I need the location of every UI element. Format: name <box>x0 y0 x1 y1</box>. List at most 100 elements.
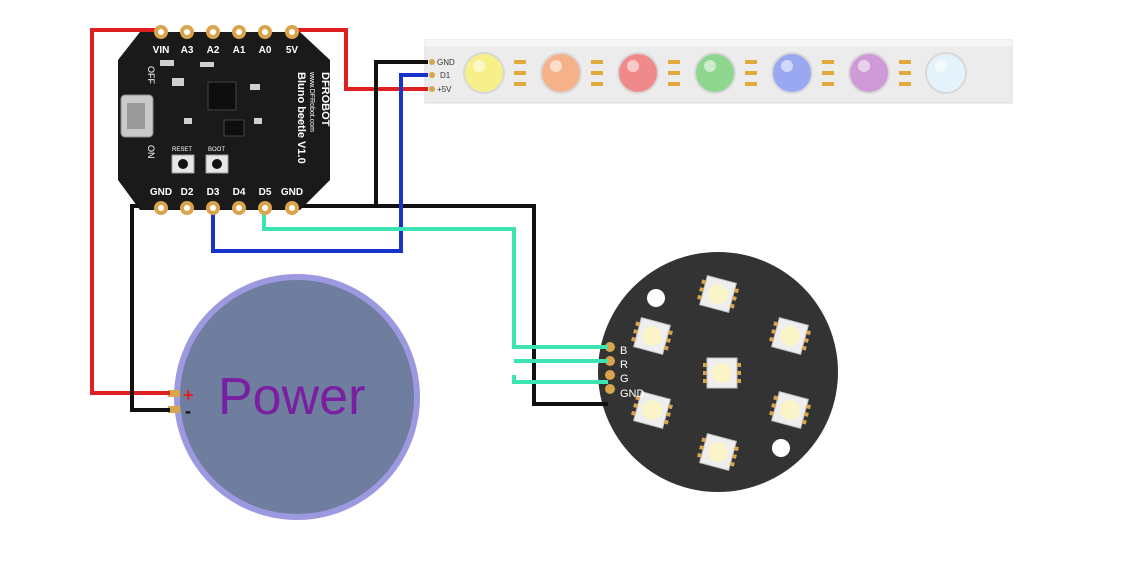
boot-button-cap[interactable] <box>212 159 222 169</box>
power-minus-terminal <box>168 406 180 413</box>
ring-led-lead <box>697 294 702 300</box>
strip-led <box>540 52 582 94</box>
ring-led-lead <box>737 371 741 375</box>
ring-led-lead <box>801 419 807 425</box>
ring-led-lead <box>635 395 641 401</box>
board-bottom-pad-hole <box>184 205 190 211</box>
ring-led-lead <box>703 379 707 383</box>
ring-led-lead <box>665 337 671 343</box>
ring-pin-gnd: GND <box>620 388 645 400</box>
strip-solder-pad <box>899 82 911 86</box>
ring-led-lead <box>803 411 809 417</box>
strip-led <box>694 52 736 94</box>
ring-led <box>631 391 673 429</box>
power-plus-sign: + <box>183 385 194 405</box>
ring-led-lead <box>806 404 811 410</box>
strip-pin-d1: D1 <box>440 71 451 80</box>
board-top-pin-label: A3 <box>181 45 194 56</box>
ring-led-lead <box>769 336 774 342</box>
ring-led-lead <box>801 345 807 351</box>
ring-led-lens <box>780 400 800 420</box>
ring-led-lead <box>769 410 774 416</box>
ring-led-lead <box>703 371 707 375</box>
reset-button-cap[interactable] <box>178 159 188 169</box>
board-top-pin-label: 5V <box>286 45 299 56</box>
board-bottom-pad-hole <box>210 205 216 211</box>
strip-led <box>848 52 890 94</box>
ring-led-lens <box>708 284 728 304</box>
board-top-pin-label: A1 <box>233 45 246 56</box>
component-6 <box>200 62 214 67</box>
board-bottom-pad-hole <box>262 205 268 211</box>
ring-mount-hole-top <box>647 289 665 307</box>
ring-led-lead <box>737 379 741 383</box>
ring-led-lead <box>663 419 669 425</box>
board-top-pin-label: A2 <box>207 45 220 56</box>
wire-teal-d5-to-ring-g <box>512 375 608 384</box>
strip-solder-pad <box>745 60 757 64</box>
board-top-pin-label: VIN <box>153 45 170 56</box>
power-module: Power + - <box>168 274 420 520</box>
ring-connector-pad <box>605 384 615 394</box>
strip-pad-gnd <box>429 59 435 65</box>
board-bottom-pad-hole <box>236 205 242 211</box>
ring-led <box>697 433 739 471</box>
ring-led-lead <box>633 403 639 409</box>
board-bottom-pad-hole <box>289 205 295 211</box>
ring-led-lens <box>712 363 732 383</box>
strip-pin-gnd: GND <box>437 58 455 67</box>
ring-led <box>769 317 811 355</box>
strip-pin-5v: +5V <box>437 85 452 94</box>
board-bottom-pin-label: D2 <box>181 187 194 198</box>
ring-led <box>703 357 741 389</box>
led-strip-edge-top <box>425 40 1012 46</box>
board-bottom-pin-label: GND <box>150 187 172 198</box>
wire-black-power-to-gnd <box>130 204 170 412</box>
ring-led-lead <box>729 461 735 467</box>
strip-solder-pad <box>745 71 757 75</box>
strip-solder-pad <box>668 60 680 64</box>
ring-connector-pad <box>605 356 615 366</box>
ring-led <box>697 275 739 313</box>
strip-solder-pad <box>668 82 680 86</box>
secondary-chip <box>223 119 245 137</box>
ring-led-lens <box>642 400 662 420</box>
ring-led-lead <box>663 345 669 351</box>
ring-pin-r: R <box>620 359 628 371</box>
ring-led-lead <box>703 363 707 367</box>
strip-solder-pad <box>822 60 834 64</box>
ring-led-lead <box>729 303 735 309</box>
ring-led-lead <box>631 410 636 416</box>
wire-black-gnd-to-ring <box>376 204 608 406</box>
component-5 <box>160 60 174 66</box>
strip-led <box>617 52 659 94</box>
led-strip: GND D1 +5V <box>424 39 1013 104</box>
board-top-pad-hole <box>184 29 190 35</box>
boot-label: BOOT <box>208 147 225 153</box>
ring-led-lead <box>771 329 777 335</box>
board-bottom-pin-label: GND <box>281 187 303 198</box>
board-bottom-pin-label: D3 <box>207 187 220 198</box>
wire-blue-d3-to-strip <box>211 73 428 253</box>
board-top-pad-hole <box>236 29 242 35</box>
ring-led-lead <box>701 437 707 443</box>
strip-solder-pad <box>514 82 526 86</box>
strip-led-highlight <box>858 60 870 72</box>
ring-led-lens <box>642 326 662 346</box>
ring-led-lead <box>806 330 811 336</box>
reset-label: RESET <box>172 147 192 153</box>
component-4 <box>254 118 262 124</box>
ring-led-lens <box>780 326 800 346</box>
ring-led-lead <box>699 445 705 451</box>
ring-led-lead <box>771 403 777 409</box>
ring-pin-g: G <box>620 373 629 385</box>
led-ring: B R G GND <box>598 252 838 492</box>
strip-solder-pad <box>822 82 834 86</box>
ring-led-lead <box>734 446 739 452</box>
component-2 <box>250 84 260 90</box>
wire-red-5v-to-strip <box>292 28 428 91</box>
ring-led-lead <box>803 337 809 343</box>
strip-solder-pad <box>745 82 757 86</box>
